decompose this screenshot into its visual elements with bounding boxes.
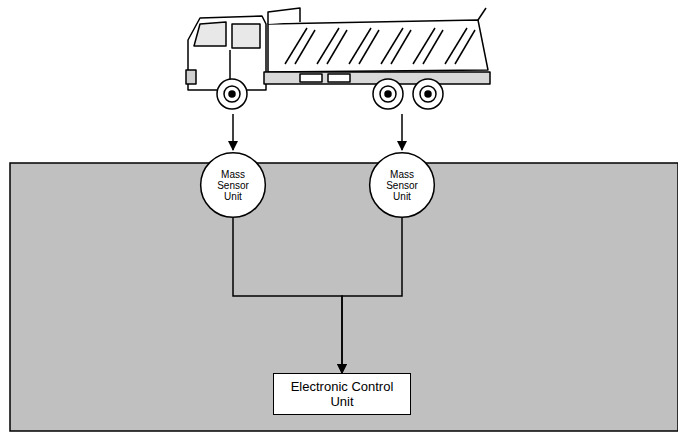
node-label: Electronic Control Unit [284, 379, 400, 409]
dump-truck [186, 8, 490, 109]
mass-sensor-circle: Mass Sensor Unit [369, 152, 435, 218]
ground-panel [10, 163, 678, 431]
load-arrow [401, 114, 403, 150]
node-label: Mass Sensor Unit [379, 169, 425, 202]
signal-line [233, 218, 342, 373]
control-unit-box: Electronic Control Unit [273, 373, 411, 415]
node-label: Mass Sensor Unit [210, 169, 256, 202]
signal-line [342, 218, 402, 373]
load-arrow [232, 114, 234, 150]
mass-sensor-circle: Mass Sensor Unit [200, 152, 266, 218]
